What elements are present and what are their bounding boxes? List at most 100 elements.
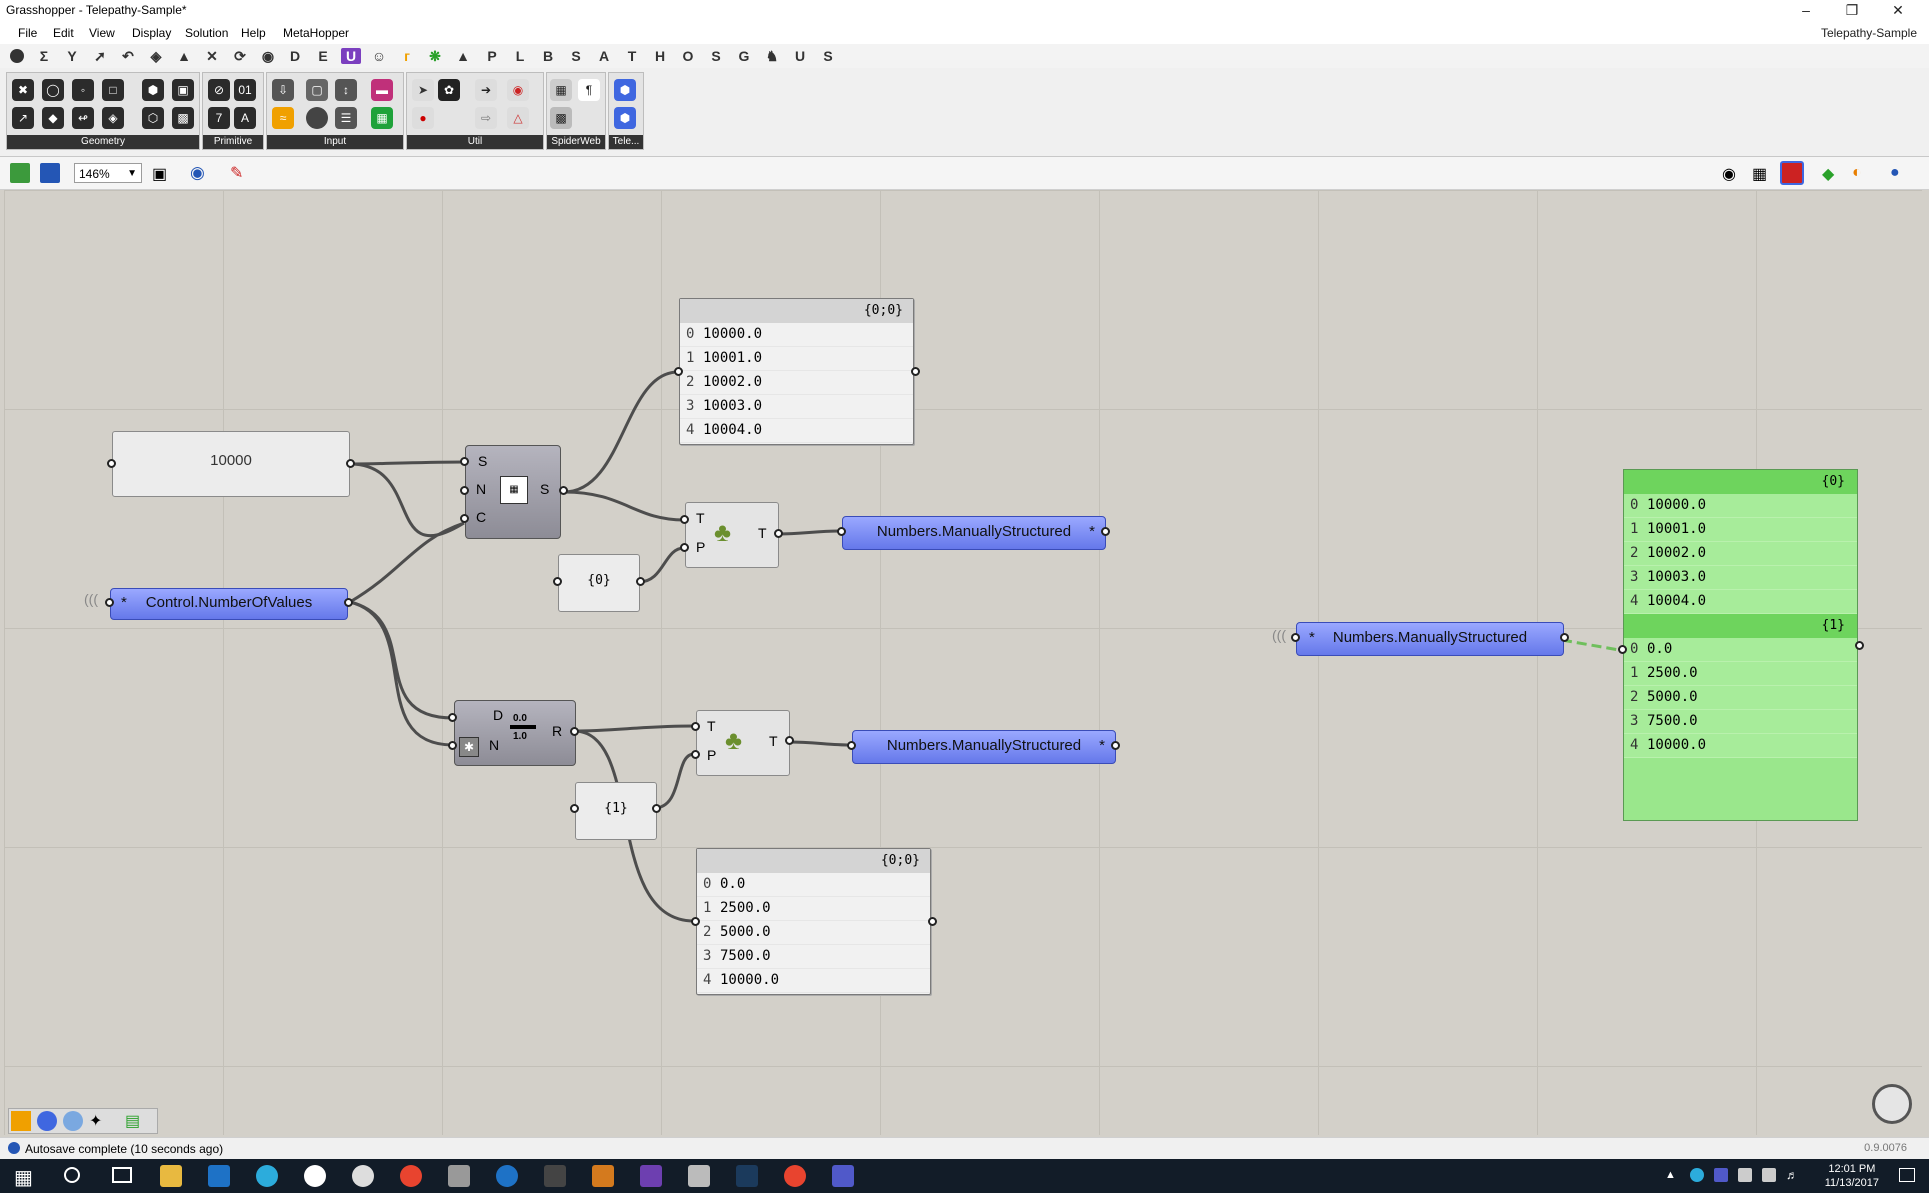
geometry-icon[interactable]: ⬢ [142, 79, 164, 101]
skype-icon[interactable] [256, 1165, 278, 1187]
port[interactable] [553, 577, 562, 586]
port[interactable] [344, 598, 353, 607]
ladybug-tab-icon[interactable]: г [404, 48, 410, 64]
util-icon[interactable]: ◉ [507, 79, 529, 101]
port[interactable] [680, 543, 689, 552]
menu-solution[interactable]: Solution [185, 26, 229, 40]
input-icon[interactable]: ▦ [371, 107, 393, 129]
selected-only-icon[interactable]: ◆ [1822, 166, 1835, 183]
port[interactable] [460, 457, 469, 466]
geometry-icon[interactable]: □ [102, 79, 124, 101]
primitive-icon[interactable]: 01 [234, 79, 256, 101]
port[interactable] [636, 577, 645, 586]
r-icon[interactable] [63, 1111, 83, 1131]
menu-view[interactable]: View [89, 26, 115, 40]
panel-label[interactable]: SpiderWeb [547, 135, 605, 149]
preview-off-icon[interactable]: ◉ [1722, 166, 1736, 183]
outlook-icon[interactable] [208, 1165, 230, 1187]
windows-start-icon[interactable]: ▦ [14, 1167, 33, 1189]
pin-icon[interactable]: ✦ [89, 1113, 103, 1130]
geometry-icon[interactable]: ↗ [12, 107, 34, 129]
port[interactable] [652, 804, 661, 813]
range-component[interactable]: D N R ✱ 0.0 1.0 [454, 700, 576, 766]
port[interactable] [680, 515, 689, 524]
port[interactable] [1101, 527, 1110, 536]
geometry-icon[interactable]: ◯ [42, 79, 64, 101]
receive-hex-icon[interactable]: ⬢ [614, 107, 636, 129]
close-button[interactable]: ✕ [1892, 2, 1904, 18]
curve-tab-icon[interactable]: ↶ [122, 48, 134, 64]
util-icon[interactable]: ➔ [475, 79, 497, 101]
color-icon[interactable]: ◐ [1852, 164, 1862, 181]
port[interactable] [448, 741, 457, 750]
tab-b[interactable]: B [542, 48, 554, 64]
tab-e[interactable]: E [318, 48, 328, 64]
panel-label[interactable]: Tele... [609, 135, 643, 149]
geometry-icon[interactable]: ◆ [42, 107, 64, 129]
tab-h[interactable]: H [654, 48, 666, 64]
graft-tree-component-2[interactable]: T P T ♣ [696, 710, 790, 776]
util-icon[interactable]: ➤ [412, 79, 434, 101]
util-icon[interactable]: ✿ [438, 79, 460, 101]
panel-output-port[interactable] [911, 367, 920, 376]
chrome-icon[interactable] [784, 1165, 806, 1187]
transform-tab-icon[interactable]: ⟳ [234, 48, 246, 64]
canvas-navigator-icon[interactable] [1872, 1084, 1912, 1124]
telepathy-sender-2[interactable]: Numbers.ManuallyStructured * [852, 730, 1116, 764]
sets-tab-icon[interactable]: Y [67, 48, 77, 64]
slider-output-port[interactable] [346, 459, 355, 468]
wireframe-icon[interactable]: ▦ [1752, 166, 1768, 183]
port[interactable] [1111, 741, 1120, 750]
input-icon[interactable]: ▬ [371, 79, 393, 101]
ladybug-icon[interactable] [11, 1111, 31, 1131]
port[interactable] [691, 750, 700, 759]
primitive-icon[interactable]: 7 [208, 107, 230, 129]
port[interactable] [460, 486, 469, 495]
geometry-icon[interactable]: ⬡ [142, 107, 164, 129]
params-tab-icon[interactable] [10, 49, 24, 63]
telepathy-receiver[interactable]: * Numbers.ManuallyStructured [1296, 622, 1564, 656]
intersect-tab-icon[interactable]: ✕ [206, 48, 218, 64]
slider-input-port[interactable] [107, 459, 116, 468]
panel-input-port[interactable] [1618, 645, 1627, 654]
primitive-icon[interactable]: ⊘ [208, 79, 230, 101]
tab-d[interactable]: D [289, 48, 301, 64]
window-icon[interactable] [544, 1165, 566, 1187]
slack-icon[interactable] [352, 1165, 374, 1187]
series-component[interactable]: S N C S ▦ [465, 445, 561, 539]
geometry-icon[interactable]: ◈ [102, 107, 124, 129]
ui-tab-icon[interactable]: U [341, 48, 361, 64]
geometry-icon[interactable]: ◦ [72, 79, 94, 101]
tab-l[interactable]: L [515, 48, 525, 64]
path-param-0[interactable]: {0} [558, 554, 640, 612]
port[interactable] [691, 722, 700, 731]
port[interactable] [785, 736, 794, 745]
flask-icon[interactable]: △ [507, 107, 529, 129]
mesh-quality-icon[interactable]: ● [1890, 164, 1900, 181]
rhino-icon[interactable] [304, 1165, 326, 1187]
visual-studio-icon[interactable] [640, 1165, 662, 1187]
cherry-icon[interactable]: ● [412, 107, 434, 129]
tray-chevron-icon[interactable]: ▲ [1665, 1169, 1676, 1181]
telepathy-sender-1[interactable]: Numbers.ManuallyStructured * [842, 516, 1106, 550]
tab-g[interactable]: G [738, 48, 750, 64]
port[interactable] [1291, 633, 1300, 642]
maths-tab-icon[interactable]: Σ [39, 48, 49, 64]
photoshop-icon[interactable] [736, 1165, 758, 1187]
panel-label[interactable]: Geometry [7, 135, 199, 149]
open-file-icon[interactable] [10, 163, 30, 183]
web-icon[interactable]: ¶ [578, 79, 600, 101]
input-icon[interactable]: ▢ [306, 79, 328, 101]
geometry-icon[interactable]: ↫ [72, 107, 94, 129]
tab-p[interactable]: P [487, 48, 497, 64]
port[interactable] [847, 741, 856, 750]
telepathy-receiver-control[interactable]: * Control.NumberOfValues [110, 588, 348, 620]
input-icon[interactable] [306, 107, 328, 129]
telepathy-icon[interactable] [37, 1111, 57, 1131]
telepathy-tab-icon[interactable]: ▲ [456, 48, 470, 64]
tab-o[interactable]: O [682, 48, 694, 64]
restore-button[interactable]: ❐ [1845, 2, 1859, 18]
